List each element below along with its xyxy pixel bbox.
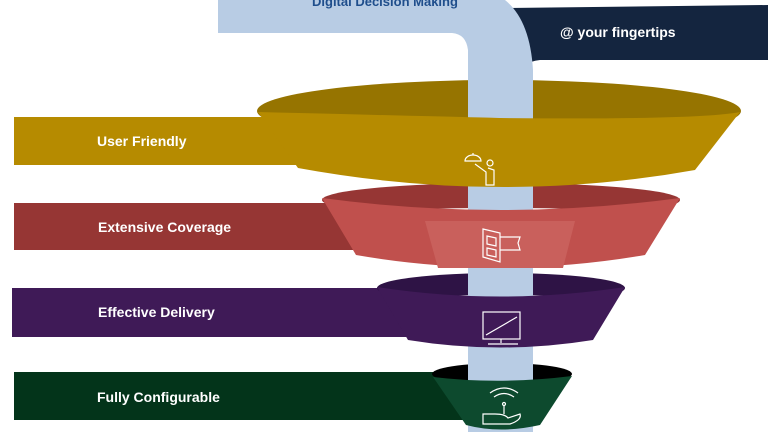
brochure-icon (482, 228, 521, 263)
bar-extensive-coverage (14, 203, 374, 250)
monitor-icon (482, 311, 521, 345)
tagline: @ your fingertips (560, 24, 676, 40)
wireless-hand-icon (482, 387, 521, 425)
stage-label-extensive-coverage: Extensive Coverage (98, 219, 232, 235)
tagline-box (505, 5, 768, 80)
purple-funnel-band (377, 287, 625, 348)
bar-user-friendly (14, 117, 314, 165)
gold-funnel-band (258, 112, 740, 188)
waiter-icon (464, 153, 495, 186)
diagram-title: Digital Decision Making (312, 0, 458, 9)
stage-label-user-friendly: User Friendly (97, 133, 187, 149)
stage-label-fully-configurable: Fully Configurable (97, 389, 220, 405)
stage-label-effective-delivery: Effective Delivery (98, 304, 215, 320)
bar-fully-configurable (14, 372, 474, 420)
bar-effective-delivery (12, 288, 422, 337)
